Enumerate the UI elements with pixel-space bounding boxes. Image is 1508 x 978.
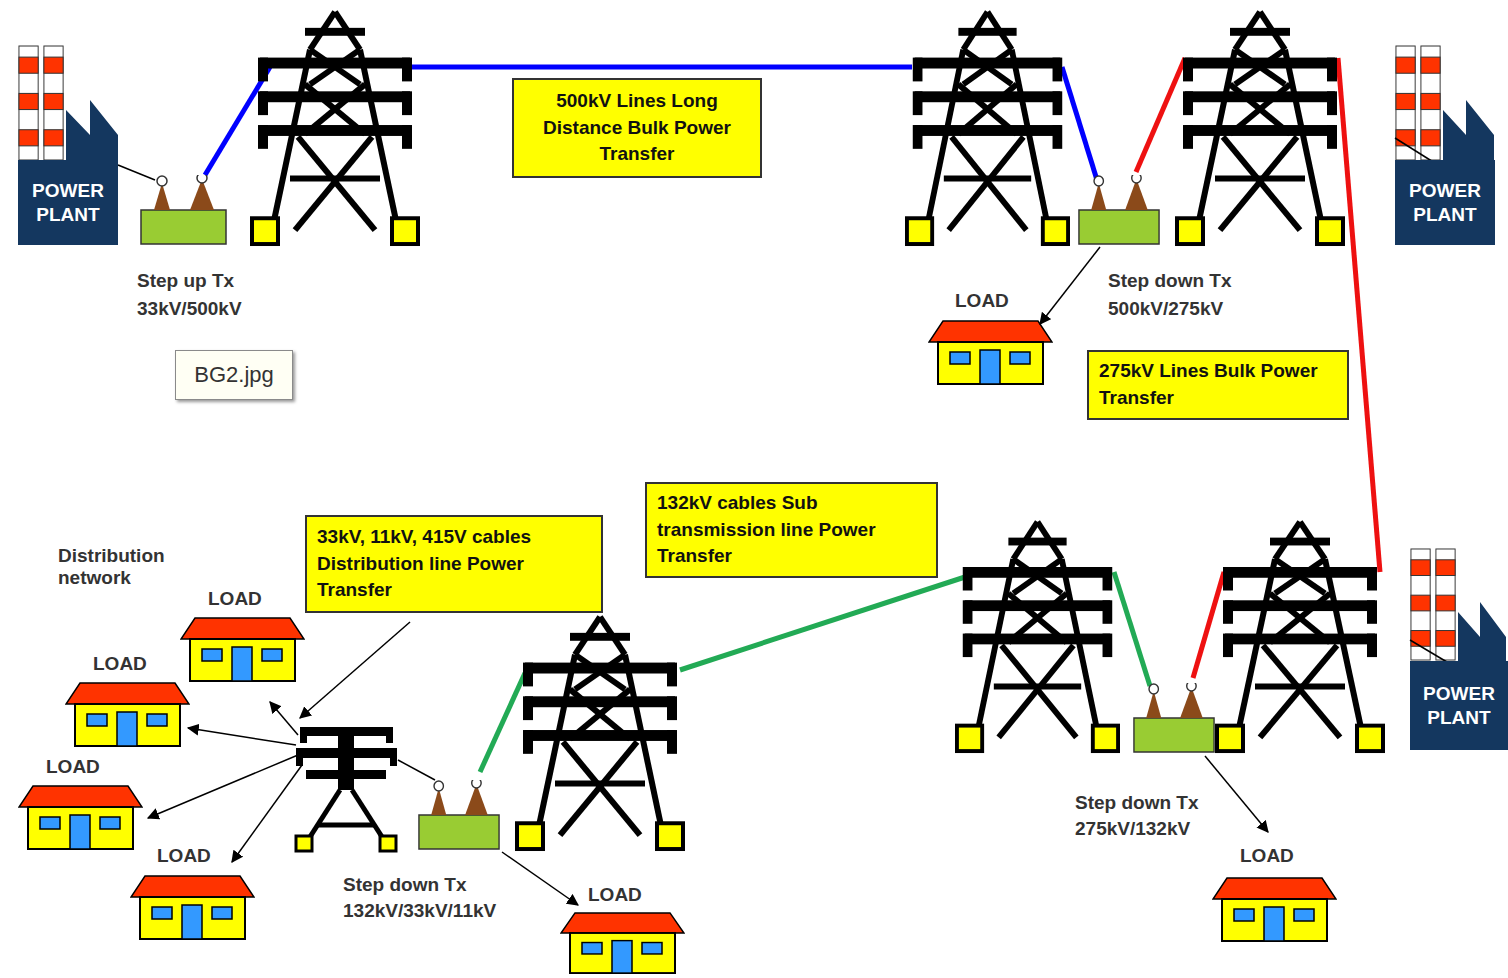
file-tag: BG2.jpg xyxy=(175,350,293,400)
box-text: 500kV Lines Long Distance Bulk Power Tra… xyxy=(524,88,750,168)
box-text: 275kV Lines Bulk Power Transfer xyxy=(1099,358,1337,411)
load-label: LOAD xyxy=(955,290,1009,312)
info-box: 500kV Lines Long Distance Bulk Power Tra… xyxy=(512,78,762,178)
leader-line xyxy=(118,138,1452,780)
transformer-label: Step down Tx xyxy=(1075,792,1199,814)
transformer-label: Step down Tx xyxy=(343,874,467,896)
transformer-rating: 33kV/500kV xyxy=(137,298,242,320)
box-text: BG2.jpg xyxy=(194,362,274,388)
box-text: POWER PLANT xyxy=(1401,179,1489,227)
info-box: 33kV, 11kV, 415V cables Distribution lin… xyxy=(305,515,603,613)
transformer-rating: 132kV/33kV/11kV xyxy=(343,900,496,922)
transformer-label: Step down Tx xyxy=(1108,270,1232,292)
transformer xyxy=(141,173,1214,849)
transformer-rating: 500kV/275kV xyxy=(1108,298,1223,320)
load-label: LOAD xyxy=(208,588,262,610)
power-plant: POWER PLANT xyxy=(18,160,118,245)
distribution-pole xyxy=(296,727,397,851)
load-label: LOAD xyxy=(93,653,147,675)
load-label: LOAD xyxy=(46,756,100,778)
transformer-label: Step up Tx xyxy=(137,270,234,292)
section-label: Distribution network xyxy=(58,545,208,589)
load-label: LOAD xyxy=(588,884,642,906)
feed-arrow xyxy=(148,247,1268,905)
box-text: 132kV cables Sub transmission line Power… xyxy=(657,490,926,570)
box-text: POWER PLANT xyxy=(24,179,112,227)
power-plant: POWER PLANT xyxy=(1395,160,1495,245)
transformer-rating: 275kV/132kV xyxy=(1075,818,1190,840)
info-box: 132kV cables Sub transmission line Power… xyxy=(645,482,938,578)
info-box: 275kV Lines Bulk Power Transfer xyxy=(1087,350,1349,420)
box-text: POWER PLANT xyxy=(1416,682,1502,730)
box-text: 33kV, 11kV, 415V cables Distribution lin… xyxy=(317,524,591,604)
power-plant: POWER PLANT xyxy=(1410,661,1508,750)
load-label: LOAD xyxy=(1240,845,1294,867)
transmission-tower xyxy=(252,12,1383,849)
load-label: LOAD xyxy=(157,845,211,867)
